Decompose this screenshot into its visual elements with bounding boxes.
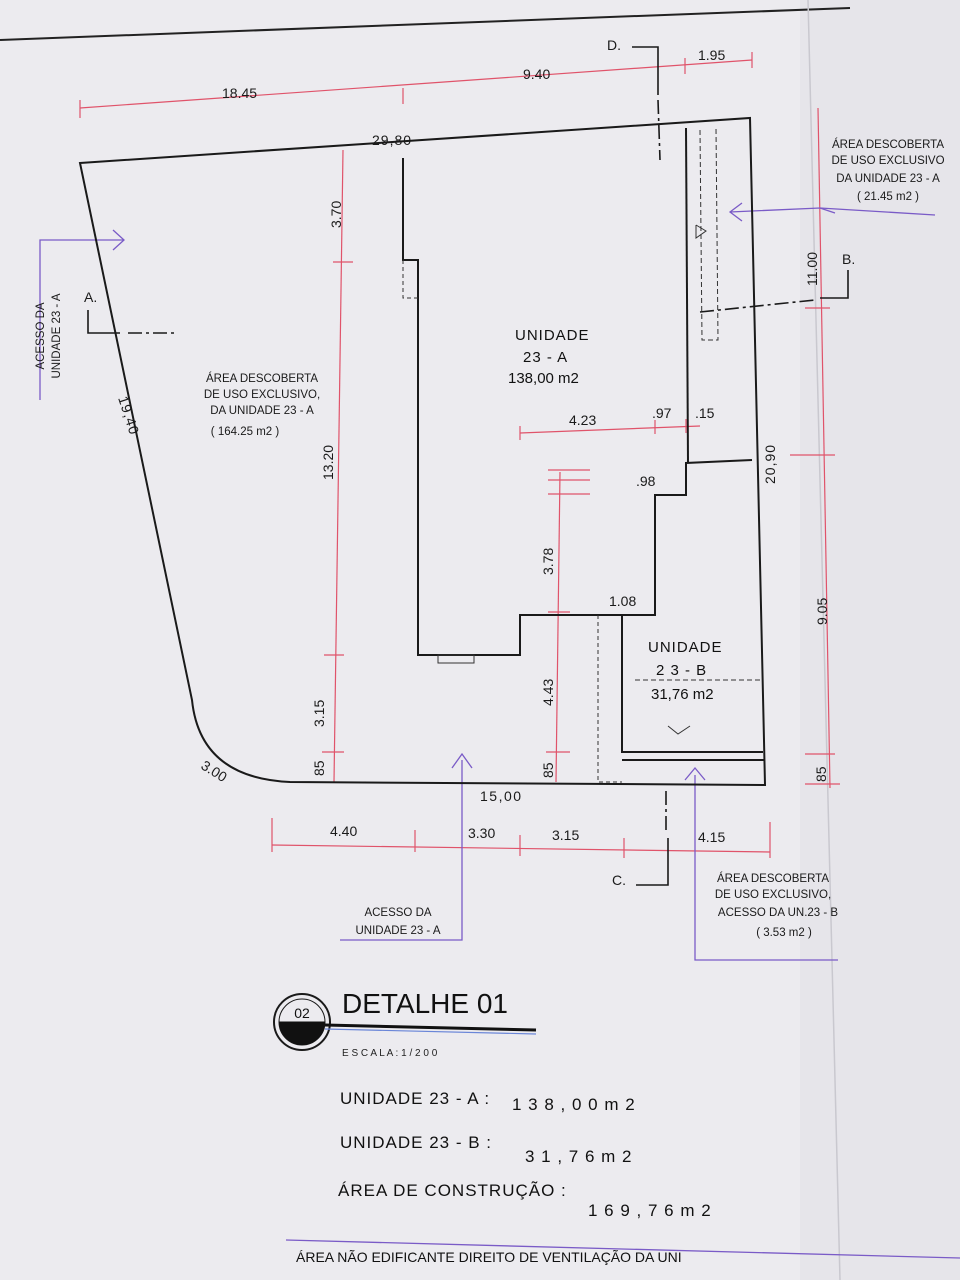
summary-unit-a-value: 1 3 8 , 0 0 m 2 bbox=[512, 1095, 636, 1114]
detail-badge: 02 bbox=[273, 993, 331, 1051]
section-mark-a: A. bbox=[84, 289, 97, 305]
annotation-right-area-line3: DA UNIDADE 23 - A bbox=[836, 173, 940, 185]
dim-v-443: 4.43 bbox=[540, 679, 556, 706]
dim-right-1100: 11.00 bbox=[804, 252, 820, 286]
annotation-access-bottom-line1: ACESSO DA bbox=[364, 907, 431, 919]
dim-v-315: 3.15 bbox=[311, 700, 327, 727]
dimension-lines bbox=[79, 52, 840, 858]
dim-v-378: 3.78 bbox=[540, 548, 556, 575]
section-mark-b: B. bbox=[842, 251, 855, 267]
unit-a-label-line1: UNIDADE bbox=[515, 327, 590, 344]
annotation-left-area: ÁREA DESCOBERTA DE USO EXCLUSIVO, DA UNI… bbox=[204, 372, 320, 438]
sheet-border-line bbox=[0, 7, 851, 41]
annotation-access-bottom-line2: UNIDADE 23 - A bbox=[356, 925, 441, 937]
paper-right-fold bbox=[800, 0, 960, 1280]
annotation-left-area-line3: DA UNIDADE 23 - A bbox=[210, 405, 314, 417]
annotation-left-area-line1: ÁREA DESCOBERTA bbox=[206, 372, 318, 385]
annotation-left-area-line4: ( 164.25 m2 ) bbox=[211, 426, 280, 438]
unit-23-b-outline bbox=[621, 615, 763, 753]
dim-right-2090: 20,90 bbox=[762, 444, 778, 484]
dim-top-seg2: 9.40 bbox=[523, 66, 550, 82]
dim-v-370: 3.70 bbox=[328, 201, 344, 228]
dim-bot-seg4: 4.15 bbox=[698, 829, 725, 845]
annotation-bottom-right-line2: DE USO EXCLUSIVO, bbox=[715, 889, 831, 901]
dim-right-905: 9.05 bbox=[814, 598, 830, 625]
annotation-left-area-line2: DE USO EXCLUSIVO, bbox=[204, 389, 320, 401]
annotation-right-area-line4: ( 21.45 m2 ) bbox=[857, 191, 919, 203]
annotation-bottom-right-line1: ÁREA DESCOBERTA bbox=[717, 872, 829, 885]
dim-top-total: 29,80 bbox=[372, 132, 412, 148]
dim-h-97: .97 bbox=[652, 405, 672, 421]
detail-title-underline-blue bbox=[324, 1028, 537, 1035]
annotation-bottom-right-line4: ( 3.53 m2 ) bbox=[756, 927, 812, 939]
dim-bot-seg2: 3.30 bbox=[468, 825, 495, 841]
dim-top-seg1: 18.45 bbox=[222, 85, 257, 101]
unit-b-label-line2: 2 3 - B bbox=[656, 662, 707, 679]
annotation-bottom-right-line3: ACESSO DA UN.23 - B bbox=[718, 907, 838, 919]
dim-bottom-total: 15,00 bbox=[480, 788, 523, 804]
paper-fold-line bbox=[807, 0, 841, 1280]
unit-b-label-line1: UNIDADE bbox=[648, 639, 723, 656]
dim-h-15: .15 bbox=[695, 405, 715, 421]
summary-construction-value: 1 6 9 , 7 6 m 2 bbox=[588, 1201, 712, 1220]
annotation-bottom-right-area: ÁREA DESCOBERTA DE USO EXCLUSIVO, ACESSO… bbox=[715, 872, 839, 939]
dim-top-seg3: 1.95 bbox=[698, 47, 725, 63]
annotation-access-bottom: ACESSO DA UNIDADE 23 - A bbox=[356, 907, 441, 937]
summary-unit-b-label: UNIDADE 23 - B : bbox=[340, 1133, 492, 1152]
detail-title: DETALHE 01 bbox=[342, 988, 508, 1019]
unit-23-a-outline bbox=[402, 158, 753, 656]
detail-badge-number: 02 bbox=[294, 1005, 310, 1021]
annotation-right-area-line1: ÁREA DESCOBERTA bbox=[832, 138, 944, 151]
dim-v-85-mid: 85 bbox=[540, 762, 556, 778]
summary-construction-label: ÁREA DE CONSTRUÇÃO : bbox=[338, 1181, 567, 1200]
detail-title-underline bbox=[324, 1023, 537, 1032]
site-boundary bbox=[78, 116, 767, 787]
plan-outlines bbox=[78, 116, 767, 787]
annotation-access-left: ACESSO DA UNIDADE 23 - A bbox=[35, 293, 63, 378]
dim-v-1320: 13.20 bbox=[320, 445, 336, 480]
dim-h-108: 1.08 bbox=[609, 593, 636, 609]
annotation-right-area: ÁREA DESCOBERTA DE USO EXCLUSIVO DA UNID… bbox=[831, 138, 944, 203]
dim-right-85: 85 bbox=[813, 766, 829, 782]
summary-unit-b-value: 3 1 , 7 6 m 2 bbox=[525, 1147, 633, 1166]
section-mark-c: C. bbox=[612, 872, 626, 888]
unit-a-label-line2: 23 - A bbox=[523, 349, 568, 366]
annotation-access-left-line1: ACESSO DA bbox=[35, 302, 47, 369]
dim-v-85-left: 85 bbox=[311, 760, 327, 776]
dim-bot-seg1: 4.40 bbox=[330, 823, 357, 839]
unit-b-area: 31,76 m2 bbox=[651, 686, 714, 703]
dim-bot-seg3: 3.15 bbox=[552, 827, 579, 843]
unit-a-area: 138,00 m2 bbox=[508, 370, 579, 387]
section-marks bbox=[87, 46, 849, 886]
footer-note: ÁREA NÃO EDIFICANTE DIREITO DE VENTILAÇÃ… bbox=[296, 1249, 682, 1265]
dim-h-423: 4.23 bbox=[569, 412, 596, 428]
annotation-right-area-line2: DE USO EXCLUSIVO bbox=[831, 155, 944, 167]
section-mark-d: D. bbox=[607, 37, 621, 53]
dim-h-98: .98 bbox=[636, 473, 656, 489]
detail-scale: E S C A L A : 1 / 2 0 0 bbox=[342, 1048, 438, 1059]
annotation-access-left-line2: UNIDADE 23 - A bbox=[51, 293, 63, 378]
summary-unit-a-label: UNIDADE 23 - A : bbox=[340, 1089, 490, 1108]
dashed-details bbox=[402, 127, 762, 783]
